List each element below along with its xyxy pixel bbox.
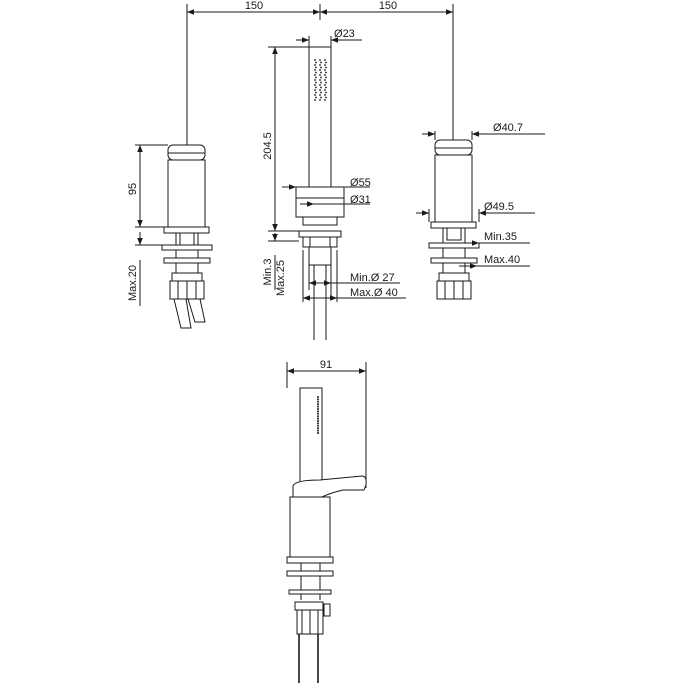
spray-hole-dot [319,94,321,96]
flange-inner-diameter-label: Ø31 [350,194,371,206]
spray-hole-dot [314,84,316,86]
spray-hole-dot [317,415,319,418]
thread-min-diameter-label: Min.Ø 27 [350,272,395,284]
deck-min-thickness-label: Min.3 [262,259,274,286]
spray-hole-dot [325,81,327,84]
right-valve-dimensions: Ø40.7 Ø49.5 Min.35 Max.40 [416,122,545,269]
right-spacing-label: 150 [379,0,397,12]
spray-hole-dot [317,400,319,403]
spray-hole-dot [315,61,317,64]
spray-hole-dot [314,64,316,66]
spray-hole-dot [324,84,326,86]
side-view-depth-label: 91 [320,359,332,371]
spray-hole-dot [320,76,322,79]
spray-hole-dot [324,74,326,76]
spray-hole-dot [325,86,327,89]
left-valve-dimensions: 95 Max.20 [127,144,168,306]
spray-hole-dot [314,89,316,91]
spray-hole-dot [317,424,319,427]
left-spacing-label: 150 [245,0,263,12]
spray-hole-dot [314,79,316,81]
spray-hole-dot [320,61,322,64]
spray-hole-dot [315,81,317,84]
right-valve [428,139,480,300]
deck-max-thickness-label: Max.25 [275,260,287,296]
spray-hole-dot [324,59,326,61]
spray-hole-dot [324,94,326,96]
spray-hole-dot [317,396,319,398]
spray-hole-dot [315,96,317,99]
side-view-dimension: 91 [286,359,367,488]
handshower-diameter-label: Ø23 [334,28,355,40]
body-height-label: 95 [127,183,139,195]
spray-hole-dot [325,71,327,74]
spray-hole-dot [317,429,319,432]
spray-hole-dot [320,86,322,89]
spray-hole-dot [319,64,321,66]
spray-hole-dot [317,422,319,425]
spray-hole-dot [325,66,327,69]
spray-hole-dot [317,420,319,422]
spray-hole-dot [317,417,319,420]
handshower-height-label: 204.5 [262,132,274,160]
spray-hole-dot [325,76,327,79]
spray-hole-dot [314,69,316,71]
spray-hole-dot [317,432,319,434]
spray-hole-dot [314,94,316,96]
spray-hole-dot [314,74,316,76]
top-spacing-dimensions: 150 150 [186,0,454,145]
spray-hole-dot [325,96,327,99]
spray-hole-dot [319,84,321,86]
base-diameter-label: Ø49.5 [484,201,514,213]
spray-hole-dot [325,91,327,94]
handle-diameter-label: Ø40.7 [493,122,523,134]
spray-hole-dot [314,99,316,101]
spray-hole-dot [324,99,326,101]
spray-hole-dot [317,427,319,430]
spray-hole-dot [315,66,317,69]
spray-hole-dot [320,66,322,69]
handshower-spray-dots [314,59,327,101]
spray-hole-dot [317,412,319,415]
spray-hole-dot [315,91,317,94]
spray-hole-dot [320,71,322,74]
spray-hole-dot [317,403,319,406]
side-view-handshower [286,387,367,683]
flange-outer-diameter-label: Ø55 [350,177,371,189]
spray-hole-dot [324,64,326,66]
spray-hole-dot [319,69,321,71]
spray-hole-dot [317,398,319,401]
spray-hole-dot [325,61,327,64]
spray-hole-dot [314,59,316,61]
spray-hole-dot [317,408,319,410]
spray-hole-dot [319,79,321,81]
spray-hole-dot [324,69,326,71]
spray-hole-dot [315,76,317,79]
spray-hole-dot [324,79,326,81]
spray-hole-dot [320,81,322,84]
spray-hole-dot [324,89,326,91]
spray-hole-dot [319,99,321,101]
left-valve [161,144,213,329]
hole-max-label: Max.40 [484,254,520,266]
hole-max-diameter-label: Max.Ø 40 [350,287,398,299]
spray-hole-dot [319,74,321,76]
spray-hole-dot [320,96,322,99]
spray-hole-dot [319,59,321,61]
spray-hole-dot [315,86,317,89]
spray-hole-dot [315,71,317,74]
spray-hole-dot [317,410,319,413]
side-view-spray-dots [317,396,319,434]
center-dimensions: Ø23 204.5 Ø55 Ø31 Min.3 Max.25 Min.Ø 27 … [262,28,406,302]
hole-min-label: Min.35 [484,231,517,243]
left-deck-max-label: Max.20 [127,265,139,301]
spray-hole-dot [319,89,321,91]
spray-hole-dot [317,405,319,408]
spray-hole-dot [320,91,322,94]
